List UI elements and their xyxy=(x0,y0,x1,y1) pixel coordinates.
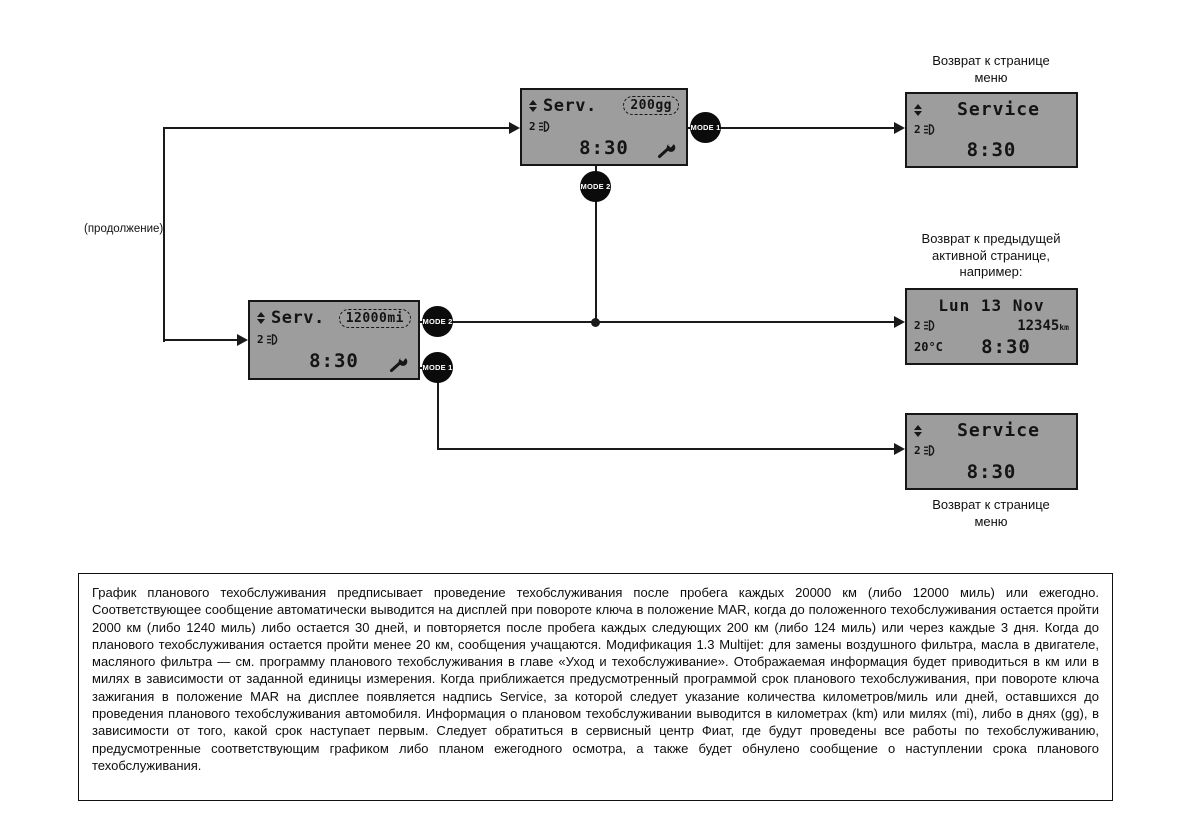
return-to-menu-label-top: Возврат к странице меню xyxy=(932,53,1050,85)
maintenance-note-box: График планового техобслуживания предпис… xyxy=(78,573,1113,801)
display-service-menu-bottom: Service 2 8:30 xyxy=(905,413,1078,490)
display-time: 8:30 xyxy=(966,139,1017,161)
display-time: 8:30 xyxy=(579,136,629,159)
display-title: Serv. xyxy=(543,95,597,116)
display-title: Serv. xyxy=(271,308,325,329)
display-service-countdown-days: Serv. 200gg 2 8:30 xyxy=(520,88,688,166)
junction-dot xyxy=(591,318,600,327)
arrowhead-icon xyxy=(894,443,905,455)
display-service-menu-top: Service 2 8:30 xyxy=(905,92,1078,168)
connector-line xyxy=(437,368,439,450)
connector-line xyxy=(163,127,511,129)
maintenance-note-text: График планового техобслуживания предпис… xyxy=(92,585,1099,773)
mode-2-button[interactable]: MODE 2 xyxy=(422,306,453,337)
updown-arrows-icon xyxy=(914,103,922,116)
temperature-value: 20°C xyxy=(914,339,943,354)
display-title: Service xyxy=(957,420,1040,442)
odometer-unit: km xyxy=(1059,322,1069,332)
mode-1-button[interactable]: MODE 1 xyxy=(690,112,721,143)
updown-arrows-icon xyxy=(529,99,537,112)
connector-line xyxy=(420,321,895,323)
return-to-previous-label: Возврат к предыдущей активной странице, … xyxy=(921,231,1061,279)
headlight-icon xyxy=(923,124,934,135)
fog-light-level: 2 xyxy=(914,123,921,136)
display-service-countdown-miles: Serv. 12000mi 2 8:30 xyxy=(248,300,420,380)
return-to-menu-label-bottom: Возврат к странице меню xyxy=(932,497,1050,529)
mode-2-label: MODE 2 xyxy=(580,182,611,191)
connector-line xyxy=(163,339,239,341)
connector-line xyxy=(688,127,895,129)
headlight-icon xyxy=(266,334,277,345)
display-time: 8:30 xyxy=(981,335,1031,358)
mode-2-button[interactable]: MODE 2 xyxy=(580,171,611,202)
display-title: Service xyxy=(957,99,1040,120)
fog-light-level: 2 xyxy=(914,319,921,333)
display-time: 8:30 xyxy=(966,460,1017,483)
headlight-icon xyxy=(538,121,549,132)
mode-1-label: MODE 1 xyxy=(422,363,453,372)
continuation-label: (продолжение) xyxy=(84,223,164,235)
mode-2-label: MODE 2 xyxy=(422,317,453,326)
display-standard-page: Lun 13 Nov 2 12345km 20°C 8:30 xyxy=(905,288,1078,365)
arrowhead-icon xyxy=(509,122,520,134)
fog-light-level: 2 xyxy=(914,444,921,458)
updown-arrows-icon xyxy=(257,312,265,325)
odometer-value: 12345km xyxy=(1017,317,1069,334)
connector-line xyxy=(437,448,895,450)
wrench-icon xyxy=(658,143,676,158)
service-value-badge: 12000mi xyxy=(338,308,411,328)
connector-line xyxy=(595,166,597,323)
wrench-icon xyxy=(390,357,408,372)
headlight-icon xyxy=(923,445,934,457)
fog-light-level: 2 xyxy=(529,119,536,133)
service-value-badge: 200gg xyxy=(623,96,679,116)
arrowhead-icon xyxy=(237,334,248,346)
display-time: 8:30 xyxy=(309,350,359,373)
fog-light-level: 2 xyxy=(257,332,264,346)
headlight-icon xyxy=(923,320,934,332)
mode-1-label: MODE 1 xyxy=(690,123,721,132)
mode-1-button[interactable]: MODE 1 xyxy=(422,352,453,383)
display-date: Lun 13 Nov xyxy=(938,296,1045,316)
arrowhead-icon xyxy=(894,316,905,328)
updown-arrows-icon xyxy=(914,424,922,437)
arrowhead-icon xyxy=(894,122,905,134)
connector-line xyxy=(163,127,165,342)
